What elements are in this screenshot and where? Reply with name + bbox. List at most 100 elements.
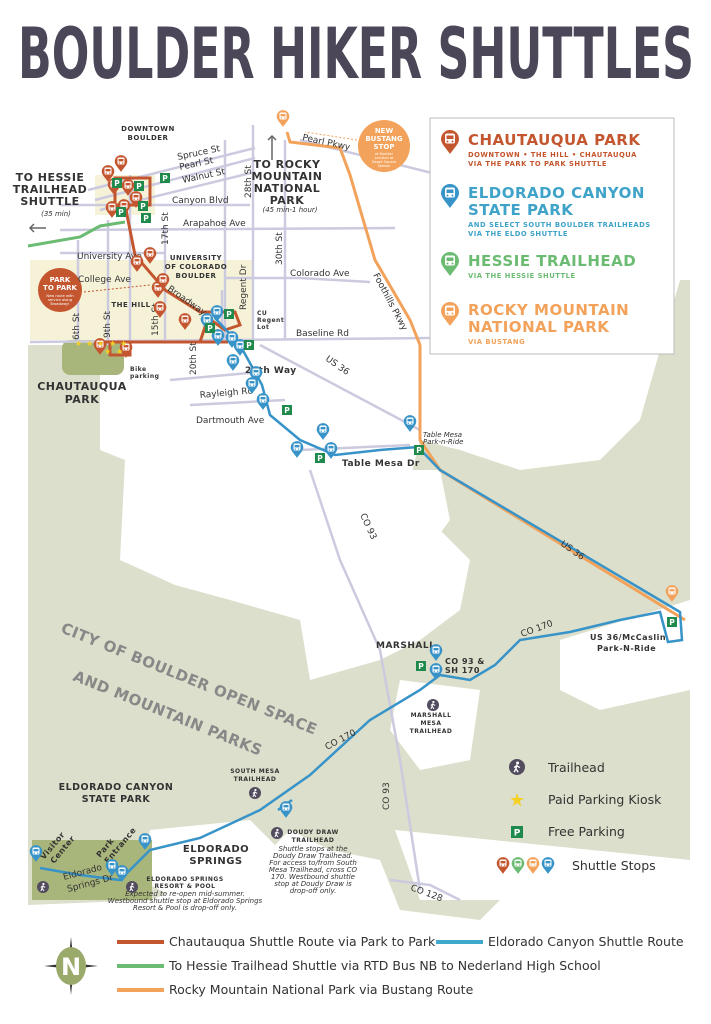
parking-icon xyxy=(116,207,126,217)
mccaslin-label: Park-N-Ride xyxy=(597,644,656,653)
route-subtitle: VIA THE PARK TO PARK SHUTTLE xyxy=(468,160,607,168)
street-label: University Ave xyxy=(77,252,142,262)
bus-stop-pin-icon[interactable] xyxy=(316,423,330,440)
chautauqua-park-label: PARK xyxy=(65,393,100,406)
route-rmnp: ROCKY MOUNTAIN NATIONAL PARK VIA BUSTANG xyxy=(441,301,629,346)
street-label: Rayleigh Rd xyxy=(199,386,253,401)
parking-icon xyxy=(138,201,148,211)
street-label: Regent Dr xyxy=(239,264,249,310)
the-hill-label: THE HILL xyxy=(111,301,150,309)
resort-label: ELDORADO SPRINGS xyxy=(146,876,223,883)
note-text: Mesa Trailhead, cross CO xyxy=(269,866,358,874)
resort-label: RESORT & POOL xyxy=(155,883,216,890)
callout-text: NEW xyxy=(375,127,394,135)
legend-swatch-chautauqua xyxy=(117,940,164,944)
parking-icon xyxy=(282,405,292,415)
route-legend: N Chautauqua Shuttle Route via Park to P… xyxy=(44,934,684,997)
street-label: Canyon Blvd xyxy=(172,196,229,206)
parking-icon xyxy=(667,617,677,627)
bus-stop-pin-icon[interactable] xyxy=(226,354,240,371)
note-text: Shuttle stops at the xyxy=(278,845,347,853)
parking-icon xyxy=(205,323,215,333)
rmnp-time-label: (45 min-1 hour) xyxy=(262,206,317,214)
legend-swatch-hessie xyxy=(117,964,164,968)
university-label: BOULDER xyxy=(176,272,217,280)
star-icon: ★ xyxy=(509,790,525,811)
route-title: NATIONAL PARK xyxy=(468,318,610,336)
callout-text: Depot Square xyxy=(372,160,396,164)
co93-sh170-label: CO 93 & xyxy=(445,657,485,666)
bus-stop-pin-icon[interactable] xyxy=(403,415,417,432)
route-legend-box: CHAUTAUQUA PARK DOWNTOWN • THE HILL • CH… xyxy=(429,117,675,355)
paid-parking-star-icon: ★ xyxy=(86,339,93,348)
bus-stop-pin-icon[interactable] xyxy=(290,441,304,458)
doudy-draw-label: DOUDY DRAW xyxy=(287,829,339,836)
route-title: ROCKY MOUNTAIN xyxy=(468,301,629,319)
marshall-mesa-label: TRAILHEAD xyxy=(410,728,453,735)
legend-label: Trailhead xyxy=(547,760,605,775)
street-label: 6th St xyxy=(72,312,82,340)
street-label: CO 93 xyxy=(357,512,378,541)
university-label: UNIVERSITY xyxy=(170,254,223,262)
bus-stop-pin-icon[interactable] xyxy=(114,155,128,172)
eldorado-park-label: ELDORADO CANYON xyxy=(59,782,174,793)
27th-way-label: 27th Way xyxy=(245,366,297,376)
street-label: Baseline Rd xyxy=(296,329,349,339)
callout-text: BUSTANG xyxy=(365,135,403,143)
parking-icon xyxy=(414,445,424,455)
mccaslin-label: US 36/McCaslin xyxy=(590,633,666,642)
to-rmnp-label: NATIONAL xyxy=(254,182,321,195)
to-hessie-label: SHUTTLE xyxy=(20,195,79,208)
marshall-mesa-label: MESA xyxy=(420,720,441,727)
bus-stop-pin-icon[interactable] xyxy=(276,110,290,127)
callout-text: service along xyxy=(48,298,72,302)
paid-parking-star-icon: ★ xyxy=(97,339,104,348)
note-text: Doudy Draw Trailhead. xyxy=(273,852,353,860)
streets xyxy=(29,125,461,902)
doudy-draw-label: TRAILHEAD xyxy=(292,837,335,844)
bus-stop-pin-icon[interactable] xyxy=(324,442,338,459)
street-label: 9th St xyxy=(103,310,113,338)
new-bustang-stop-callout: NEW BUSTANG STOP at Boulder Junction at … xyxy=(304,120,410,172)
note-text: Expected to re-open mid-summer. xyxy=(125,890,245,898)
rmnp-route xyxy=(285,131,686,622)
note-text: 170. Westbound shuttle xyxy=(271,873,355,881)
legend-label: Chautauqua Shuttle Route via Park to Par… xyxy=(169,934,436,949)
legend-label: Paid Parking Kiosk xyxy=(548,792,662,807)
trailhead-icon xyxy=(427,699,439,711)
parking-icon xyxy=(416,661,426,671)
to-rmnp-label: TO ROCKY xyxy=(253,158,321,171)
hiker-icon xyxy=(509,759,525,775)
paid-parking-star-icon: ★ xyxy=(75,339,82,348)
map-markers: ★★★★★★★ xyxy=(29,110,679,893)
parking-icon xyxy=(511,826,523,838)
chautauqua-route xyxy=(100,176,242,357)
route-title: CHAUTAUQUA PARK xyxy=(468,131,641,149)
parking-icon xyxy=(160,173,170,183)
route-title: ELDORADO CANYON xyxy=(468,184,645,202)
to-hessie-label: TO HESSIE xyxy=(16,171,85,184)
page-title: BOULDER HIKER SHUTTLES xyxy=(18,13,694,95)
arrow-to-hessie-icon xyxy=(28,223,46,233)
street-label: 17th St xyxy=(161,212,171,245)
eldorado-springs-label: ELDORADO xyxy=(183,844,249,855)
callout-text: Broadway! xyxy=(50,302,69,306)
marshall-label: MARSHALL xyxy=(376,641,435,651)
south-mesa-label: TRAILHEAD xyxy=(234,776,277,783)
note-text: stop at Doudy Draw is xyxy=(274,880,352,888)
route-subtitle: VIA THE HESSIE SHUTTLE xyxy=(468,272,576,280)
arrow-to-rmnp-icon xyxy=(267,134,277,160)
route-subtitle: DOWNTOWN • THE HILL • CHAUTAUQUA xyxy=(468,151,637,159)
callout-text: STOP xyxy=(374,143,395,151)
bike-parking-label: Bike xyxy=(130,366,147,373)
route-subtitle: VIA THE ELDO SHUTTLE xyxy=(468,230,568,238)
paid-parking-star-icon: ★ xyxy=(109,339,116,348)
street-label: 28th St xyxy=(244,165,254,198)
street-label: Foothills Pkwy xyxy=(370,272,409,333)
parking-icon xyxy=(244,340,254,350)
compass-north-label: N xyxy=(61,953,81,981)
note-text: For access to/from South xyxy=(269,859,357,867)
parking-icon xyxy=(112,178,122,188)
callout-text: PARK xyxy=(50,276,71,284)
street-label: 30th St xyxy=(275,232,285,265)
